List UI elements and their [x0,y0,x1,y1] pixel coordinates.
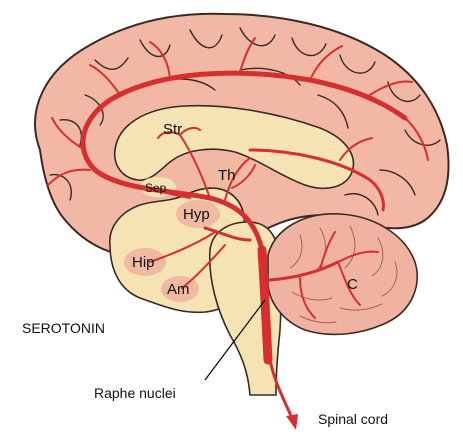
diagram-title: SEROTONIN [22,320,105,336]
hypothalamus-label: Hyp [183,206,210,223]
hippocampus-label: Hip [132,254,155,271]
amygdala-label: Am [167,281,190,298]
raphe-nuclei-label: Raphe nuclei [94,385,176,401]
cerebellum-label: C [347,276,358,293]
thalamus-label: Th [218,167,236,184]
spinal-cord-label: Spinal cord [318,411,388,427]
striatum-label: Str [163,121,182,138]
septum-label: Sep [145,181,167,195]
